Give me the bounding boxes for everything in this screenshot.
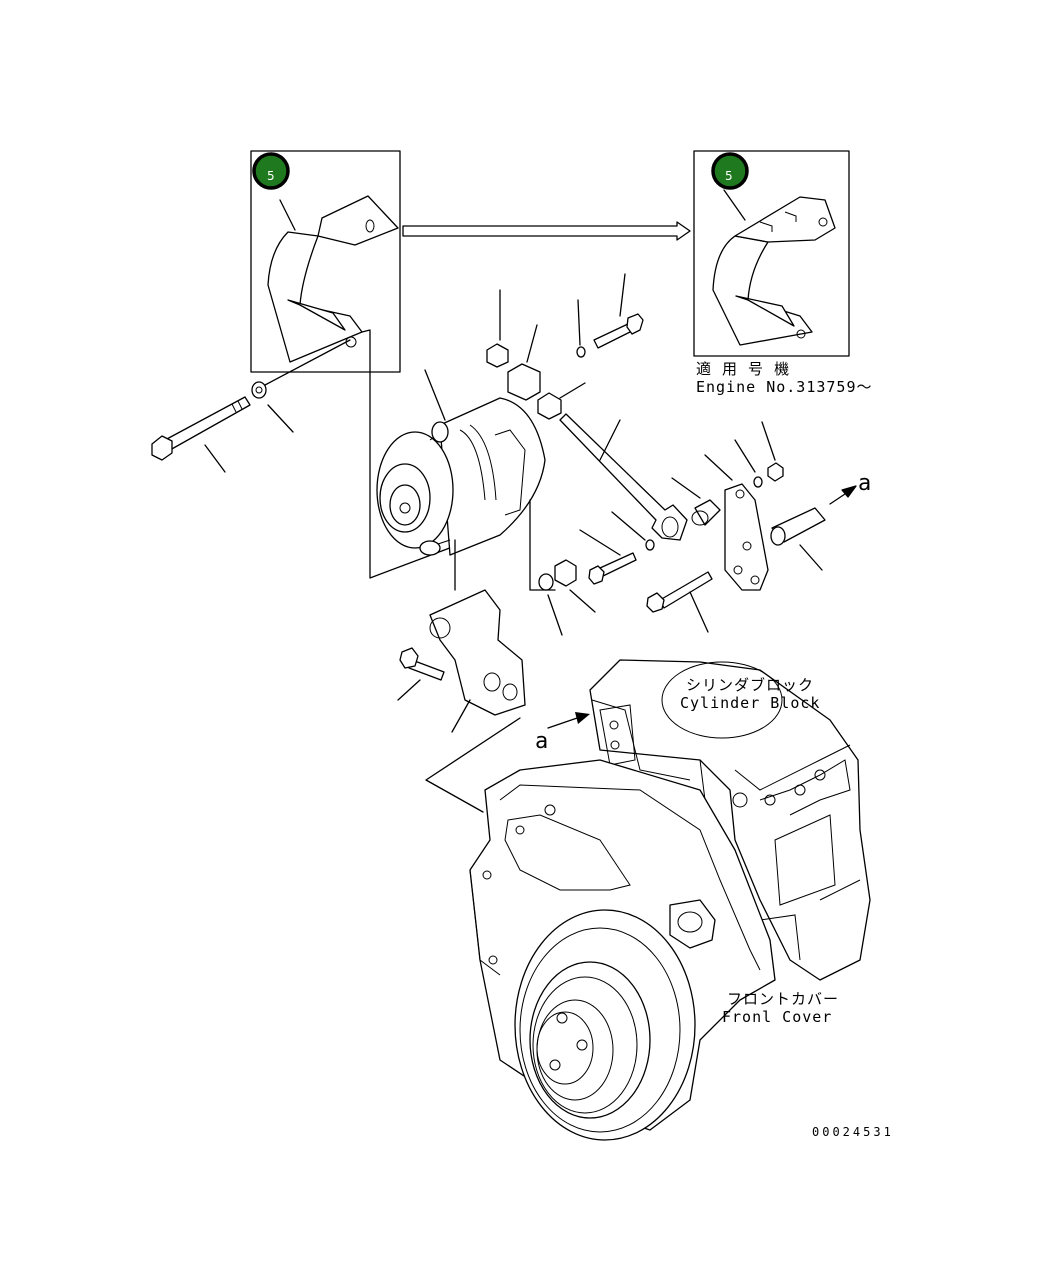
bolt-plate (646, 571, 713, 633)
bolt-bar (579, 529, 637, 585)
applicable-engine-number: Engine No.313759～ (696, 378, 873, 396)
replacement-arrow (402, 221, 691, 241)
collar (671, 477, 721, 526)
nut-mid (537, 382, 586, 420)
front-cover-label-jp: フロントカバー (727, 990, 839, 1008)
reference-a-right: a (858, 471, 871, 496)
detail-box-right (693, 150, 850, 357)
crankshaft-pulley (514, 909, 696, 1141)
sleeve (770, 485, 857, 571)
callout-badge-right: 5 (711, 152, 749, 190)
spacer-block (507, 324, 541, 401)
bracket-position-leader (425, 717, 521, 813)
cylinder-block (589, 659, 871, 981)
reference-a-left-arrow (547, 712, 590, 729)
callout-badge-left: 5 (252, 152, 290, 190)
front-cover-label-en: Fronl Cover (722, 1008, 832, 1026)
alternator-bracket (429, 539, 526, 733)
cylinder-block-label-jp: シリンダブロック (686, 676, 814, 694)
callout-number-right: 5 (725, 169, 733, 183)
washer-top (576, 299, 586, 358)
bolt-top (593, 273, 644, 349)
nut-lower (554, 559, 596, 613)
detail-box-left (250, 150, 456, 579)
applicable-label-jp: 適 用 号 機 (696, 360, 790, 378)
bracket-bolt (397, 647, 445, 701)
nut-top (486, 289, 509, 368)
cylinder-block-label-en: Cylinder Block (680, 694, 820, 712)
washer-left (251, 339, 351, 433)
drawing-number: 00024531 (812, 1125, 894, 1139)
alternator (376, 369, 556, 591)
washer-bar (611, 511, 655, 551)
adjusting-bar (559, 413, 688, 541)
mounting-plate (704, 454, 769, 591)
reference-a-left: a (535, 729, 548, 754)
long-bolt (151, 396, 251, 473)
callout-number-left: 5 (267, 169, 275, 183)
washer-lower (538, 573, 563, 636)
plate-washer-nut (734, 421, 784, 488)
